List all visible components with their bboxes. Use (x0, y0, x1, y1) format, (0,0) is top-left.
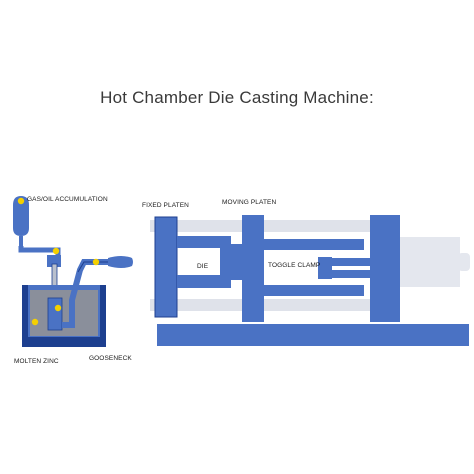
rear-platen (370, 215, 400, 322)
moving-platen (242, 215, 264, 322)
upper-tie-rail (150, 220, 400, 232)
molten-zinc (30, 290, 98, 336)
marker-nozzle (92, 258, 100, 266)
page-title: Hot Chamber Die Casting Machine: (100, 88, 374, 107)
label-fixed-platen: FIXED PLATEN (142, 202, 189, 209)
label-die: DIE (197, 263, 209, 270)
marker-molten-zinc (31, 318, 39, 326)
nozzle-tip (108, 256, 133, 268)
upper-toggle-arm (264, 239, 364, 250)
cylinder-end-cap (458, 253, 470, 271)
marker-accumulator-pipe (52, 247, 60, 255)
label-gas-oil-accumulation: GAS/OIL ACCUMULATION (27, 196, 108, 203)
lower-tie-rail (150, 299, 400, 311)
die-cavity (190, 248, 220, 275)
toggle-clamp-block (318, 257, 332, 279)
marker-gas-oil (17, 197, 25, 205)
lower-toggle-arm (264, 285, 364, 296)
plunger-cylinder (47, 255, 61, 267)
label-moving-platen: MOVING PLATEN (222, 199, 277, 206)
toggle-crosshead (332, 258, 372, 266)
machine-base (157, 324, 469, 346)
gooseneck-chamber (47, 297, 63, 331)
die-moving-half (220, 244, 242, 280)
label-molten-zinc: MOLTEN ZINC (14, 358, 59, 365)
label-gooseneck: GOOSENECK (89, 355, 132, 362)
marker-gooseneck (54, 304, 62, 312)
accumulator-tank (13, 196, 29, 236)
fixed-platen (154, 216, 178, 318)
accumulator-neck (19, 236, 23, 246)
label-toggle-clamp: TOGGLE CLAMP (268, 262, 321, 269)
toggle-crosshead-lower (332, 270, 372, 278)
hydraulic-cylinder (400, 237, 460, 287)
furnace-base (22, 343, 106, 347)
